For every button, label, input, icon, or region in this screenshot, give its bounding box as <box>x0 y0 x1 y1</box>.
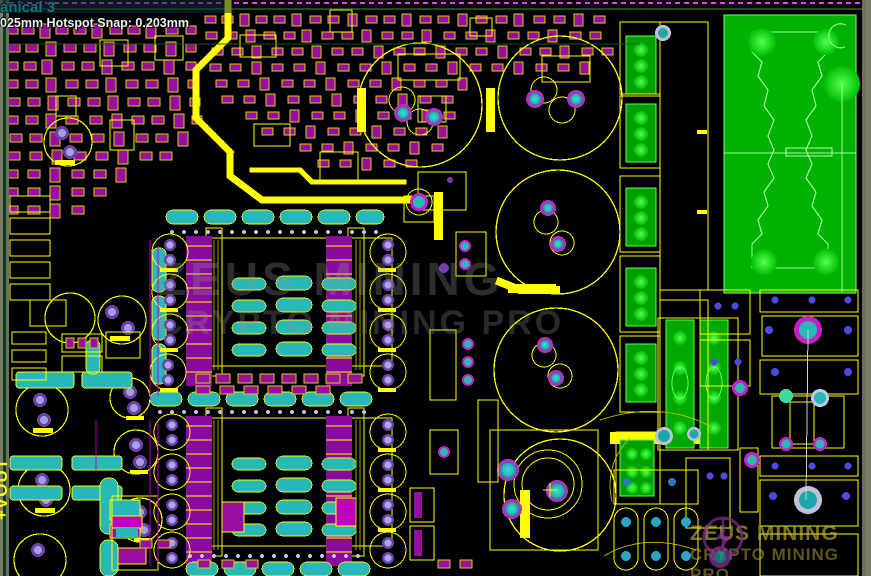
watermark-center: ZEUS MINING CRYPTO MINING PRO <box>158 255 564 343</box>
watermark-center-line1: ZEUS MINING <box>158 253 504 305</box>
watermark-center-line2: CRYPTO MINING PRO <box>158 304 565 342</box>
right-ruler-gutter <box>862 0 871 576</box>
status-overlay-background <box>0 0 232 13</box>
grid-snap-label: 025mm Hotspot Snap: 0.203mm <box>0 16 189 30</box>
zeus-mining-logo-icon <box>702 516 744 568</box>
left-ruler-gutter <box>0 0 9 576</box>
status-overlay: anical 3 025mm Hotspot Snap: 0.203mm <box>0 0 232 30</box>
active-layer-label: anical 3 <box>0 0 56 16</box>
